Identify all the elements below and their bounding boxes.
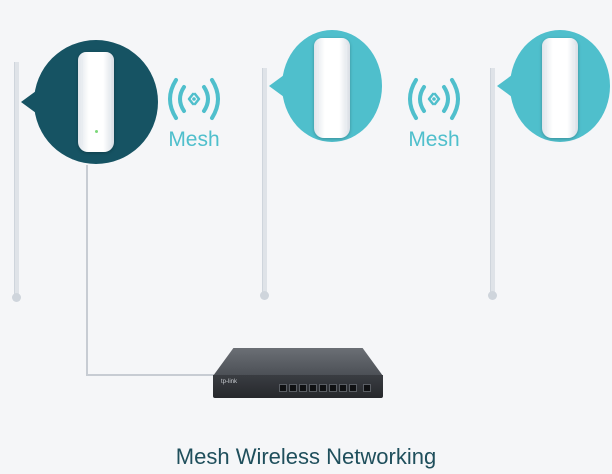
- access-point-device: [78, 52, 114, 152]
- network-switch: tp-link: [213, 348, 383, 398]
- mesh-link: Mesh: [394, 74, 474, 152]
- access-point-bubble-root: [21, 40, 158, 164]
- mesh-signal-icon: [168, 78, 220, 120]
- switch-port-icon: [339, 384, 347, 392]
- switch-port-icon: [279, 384, 287, 392]
- diagram-caption: Mesh Wireless Networking: [175, 444, 437, 469]
- mounting-pole: [488, 68, 497, 300]
- access-point-bubble-extender: [269, 30, 382, 142]
- switch-port-icon: [363, 384, 371, 392]
- mesh-signal-icon: [408, 78, 460, 120]
- switch-port-icon: [329, 384, 337, 392]
- access-point-device: [542, 38, 578, 138]
- switch-port-icon: [319, 384, 327, 392]
- mesh-label: Mesh: [168, 128, 220, 151]
- access-point-device: [314, 38, 350, 138]
- access-point-bubble-extender: [497, 30, 610, 142]
- switch-port-icon: [299, 384, 307, 392]
- switch-port-icon: [309, 384, 317, 392]
- mesh-link: Mesh: [154, 74, 234, 152]
- status-led-icon: [95, 130, 98, 133]
- mounting-pole: [260, 68, 269, 300]
- switch-port-icon: [349, 384, 357, 392]
- mesh-label: Mesh: [408, 128, 460, 151]
- switch-port-icon: [289, 384, 297, 392]
- mounting-pole: [12, 62, 21, 302]
- switch-brand-logo: tp-link: [221, 379, 238, 385]
